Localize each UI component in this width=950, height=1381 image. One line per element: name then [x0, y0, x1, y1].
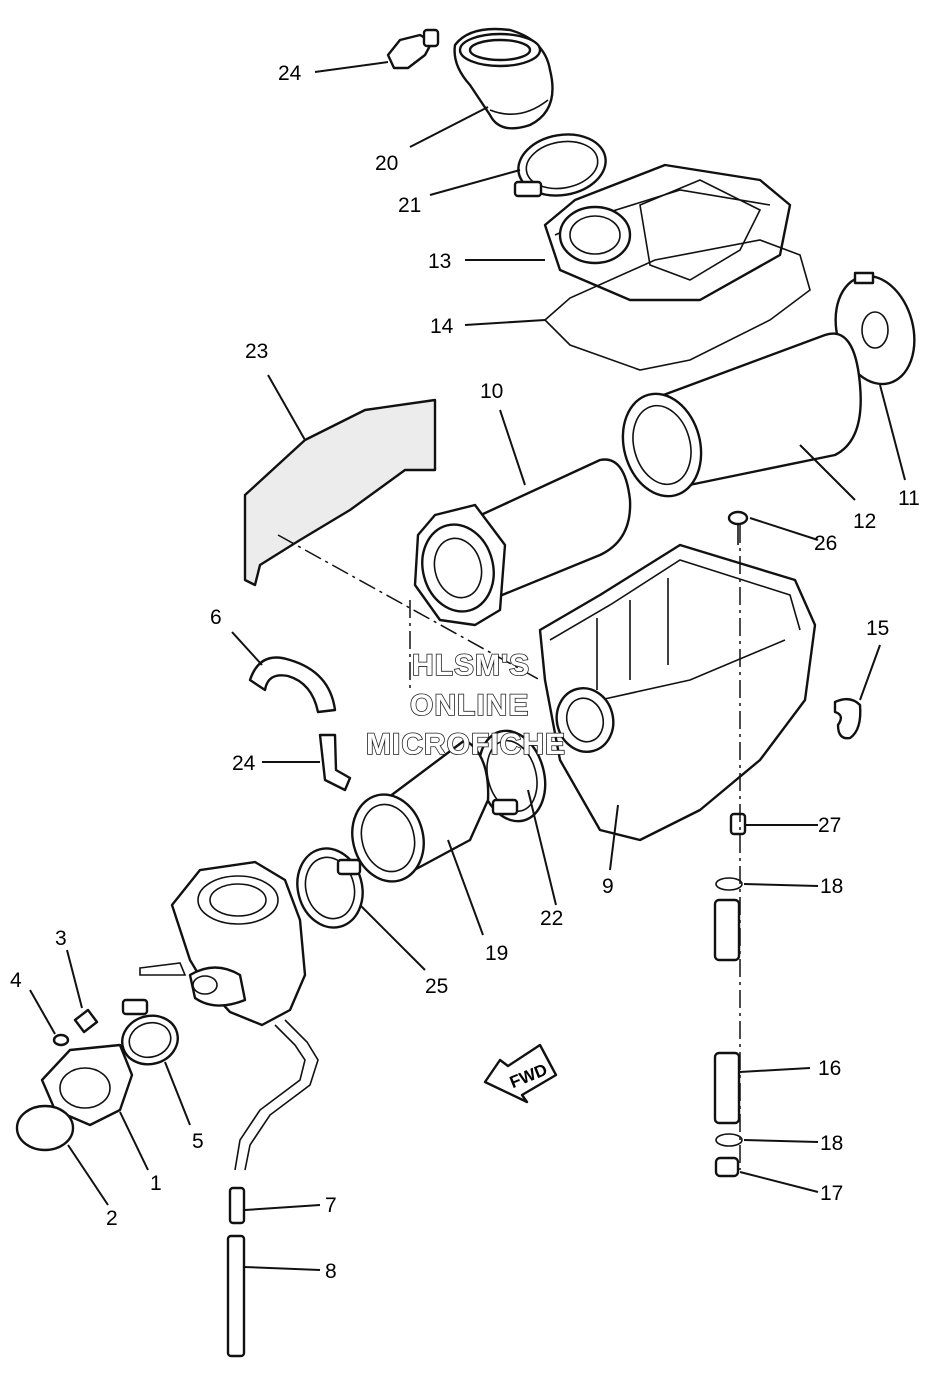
callout-23: 23: [245, 340, 268, 363]
callout-14: 14: [430, 315, 454, 338]
watermark-line-2: ONLINE: [410, 689, 529, 722]
part-14-gasket: [543, 239, 811, 371]
callout-18-lower: 18: [820, 1132, 843, 1155]
part-13-cover: [543, 163, 792, 302]
forward-direction-marker: FWD: [483, 1043, 558, 1104]
callout-1: 1: [150, 1172, 162, 1195]
callout-10: 10: [480, 380, 503, 403]
callout-8: 8: [325, 1260, 337, 1283]
callout-20: 20: [375, 152, 398, 175]
part-7-fitting: [228, 1186, 246, 1225]
part-26-screw: [727, 510, 749, 545]
watermark-line-3: MICROFICHE: [366, 728, 566, 761]
callout-12: 12: [853, 510, 876, 533]
part-5-clamp: [121, 998, 179, 1066]
part-18-clip-lower: [715, 1133, 743, 1147]
callout-3: 3: [55, 927, 67, 950]
part-9-filter-case: [538, 543, 817, 842]
part-2-o-ring: [15, 1104, 75, 1152]
part-17-plug: [714, 1156, 740, 1178]
callout-5: 5: [192, 1130, 204, 1153]
callout-13: 13: [428, 250, 451, 273]
part-15-clip: [833, 697, 862, 740]
callout-21: 21: [398, 194, 421, 217]
leader-lines: [29, 61, 906, 1271]
callout-17: 17: [820, 1182, 843, 1205]
callout-18-upper: 18: [820, 875, 843, 898]
part-24-lower-elbow: [318, 733, 352, 792]
callout-27: 27: [818, 814, 841, 837]
part-19-joint: [351, 738, 490, 883]
part-10-inner-element: [413, 458, 632, 627]
watermark-line-1: HLSM'S: [412, 649, 530, 682]
part-20-intake-joint: [453, 27, 554, 130]
part-12-outer-element: [621, 332, 862, 498]
callout-7: 7: [325, 1194, 337, 1217]
callout-22: 22: [540, 907, 563, 930]
part-16-drain-hose: [713, 898, 741, 1125]
part-3-bolt: [73, 1008, 99, 1034]
part-27-fitting: [729, 812, 747, 836]
callout-19: 19: [485, 942, 508, 965]
callout-11: 11: [898, 487, 920, 510]
carburetor-assembly: [139, 860, 307, 1027]
callout-24-lower: 24: [232, 752, 256, 775]
center-line-shield: [277, 534, 541, 681]
callout-2: 2: [106, 1207, 118, 1230]
callout-26: 26: [814, 532, 837, 555]
part-24-top-elbow: [386, 28, 440, 70]
watermark: HLSM'S ONLINE MICROFICHE: [365, 648, 566, 762]
callout-6: 6: [210, 606, 222, 629]
callout-4: 4: [10, 969, 22, 992]
part-21-clamp: [513, 133, 607, 198]
part-6-hose: [248, 656, 337, 714]
part-8-hose: [226, 1234, 246, 1358]
part-25-clamp: [296, 847, 364, 929]
part-18-clip-upper: [715, 877, 743, 891]
part-4-washer: [52, 1033, 70, 1047]
breather-hose: [234, 1019, 319, 1171]
callout-25: 25: [425, 975, 448, 998]
part-23-shield: [243, 398, 437, 587]
callout-15: 15: [866, 617, 889, 640]
callout-16: 16: [818, 1057, 841, 1080]
callout-9: 9: [602, 875, 614, 898]
callout-24-top: 24: [278, 62, 302, 85]
callout-labels: 24 20 21 13 14 23 10 11 12 26 15 6 24 9 …: [10, 62, 920, 1283]
